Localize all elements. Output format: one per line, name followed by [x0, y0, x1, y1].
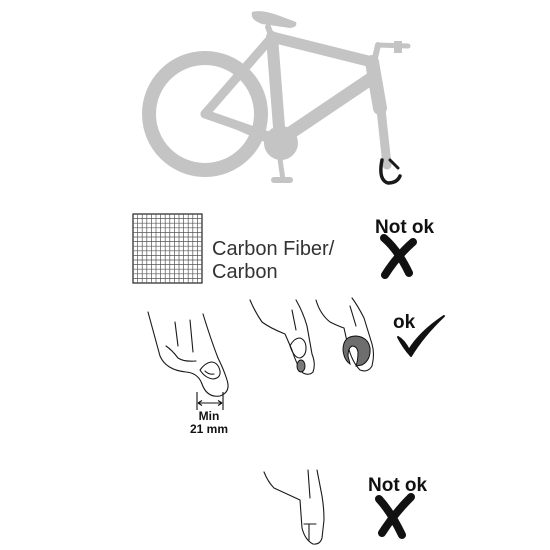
chainring [264, 126, 298, 160]
saddle [251, 11, 297, 28]
min-width-label-line1: Min [198, 409, 220, 423]
thin-fork-dropout-drawing [263, 469, 325, 545]
bicycle-illustration [142, 24, 411, 183]
min-width-label: Min 21 mm [183, 410, 235, 436]
material-label-line1: Carbon Fiber/ [212, 238, 335, 260]
verdict-carbon: Not ok [375, 217, 435, 238]
min-width-dimension [196, 392, 224, 410]
carbon-grid-swatch [132, 213, 203, 284]
not-ok-cross-icon-2 [375, 493, 415, 539]
adapter-small [296, 359, 306, 373]
material-label-line2: Carbon [212, 261, 278, 283]
rear-wheel [142, 51, 268, 177]
dropout-measurement-drawing [147, 311, 229, 397]
dropout-left-frame [249, 299, 315, 375]
dropout-right-frame [315, 297, 375, 372]
min-width-label-line2: 21 mm [189, 422, 229, 436]
material-label: Carbon Fiber/ Carbon [212, 238, 334, 284]
verdict-aluminum: ok [393, 312, 416, 333]
adapter-large [342, 335, 371, 367]
verdict-thin-fork: Not ok [368, 475, 428, 496]
fork-end-highlight [379, 158, 402, 185]
not-ok-cross-icon [380, 234, 417, 279]
ok-checkmark-icon [397, 315, 445, 357]
fork-blade [375, 95, 392, 170]
